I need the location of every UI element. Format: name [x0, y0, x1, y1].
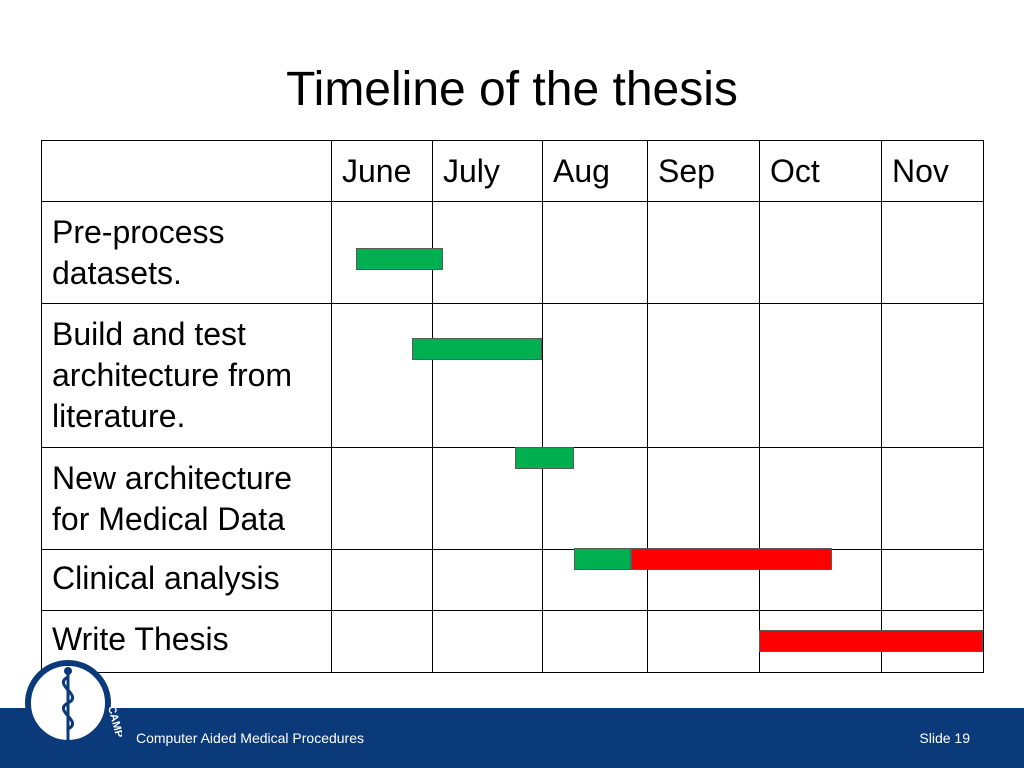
month-june: June — [331, 139, 433, 203]
month-aug: Aug — [542, 139, 648, 203]
task-row: Build and test architecture from literat… — [41, 303, 984, 448]
footer-bar: Computer Aided Medical Procedures Slide … — [0, 708, 1024, 768]
slide-number: Slide 19 — [919, 730, 970, 746]
gantt-bar-green — [356, 248, 443, 270]
slide-title: Timeline of the thesis — [286, 63, 738, 116]
month-nov: Nov — [881, 139, 984, 203]
header-row: June July Aug Sep Oct Nov — [41, 139, 984, 203]
gantt-bar-red — [631, 548, 833, 570]
task-row: Write Thesis — [41, 609, 984, 674]
task-label: New architecture for Medical Data — [41, 446, 332, 550]
task-label: Build and test architecture from literat… — [41, 303, 332, 448]
month-july: July — [432, 139, 543, 203]
task-label: Pre-process datasets. — [41, 201, 332, 305]
logo-text: CAMP — [105, 705, 122, 739]
caduceus-logo-icon: CAMP — [25, 660, 122, 746]
gantt-bar-green — [411, 338, 542, 360]
month-sep: Sep — [647, 139, 760, 203]
task-label: Write Thesis — [41, 609, 332, 674]
gantt-bar-green — [573, 548, 632, 570]
gantt-bar-red — [759, 630, 983, 652]
gantt-bar-green — [514, 447, 574, 469]
gantt-table-wrapper: June July Aug Sep Oct Nov Pre-process da… — [41, 139, 984, 674]
task-row: New architecture for Medical Data — [41, 446, 984, 550]
task-label: Clinical analysis — [41, 548, 332, 611]
footer-organization: Computer Aided Medical Procedures — [136, 730, 365, 746]
task-row: Clinical analysis — [41, 548, 984, 611]
task-row: Pre-process datasets. — [41, 201, 984, 305]
corner-cell — [41, 139, 332, 203]
month-oct: Oct — [759, 139, 882, 203]
gantt-table: June July Aug Sep Oct Nov Pre-process da… — [41, 139, 984, 674]
